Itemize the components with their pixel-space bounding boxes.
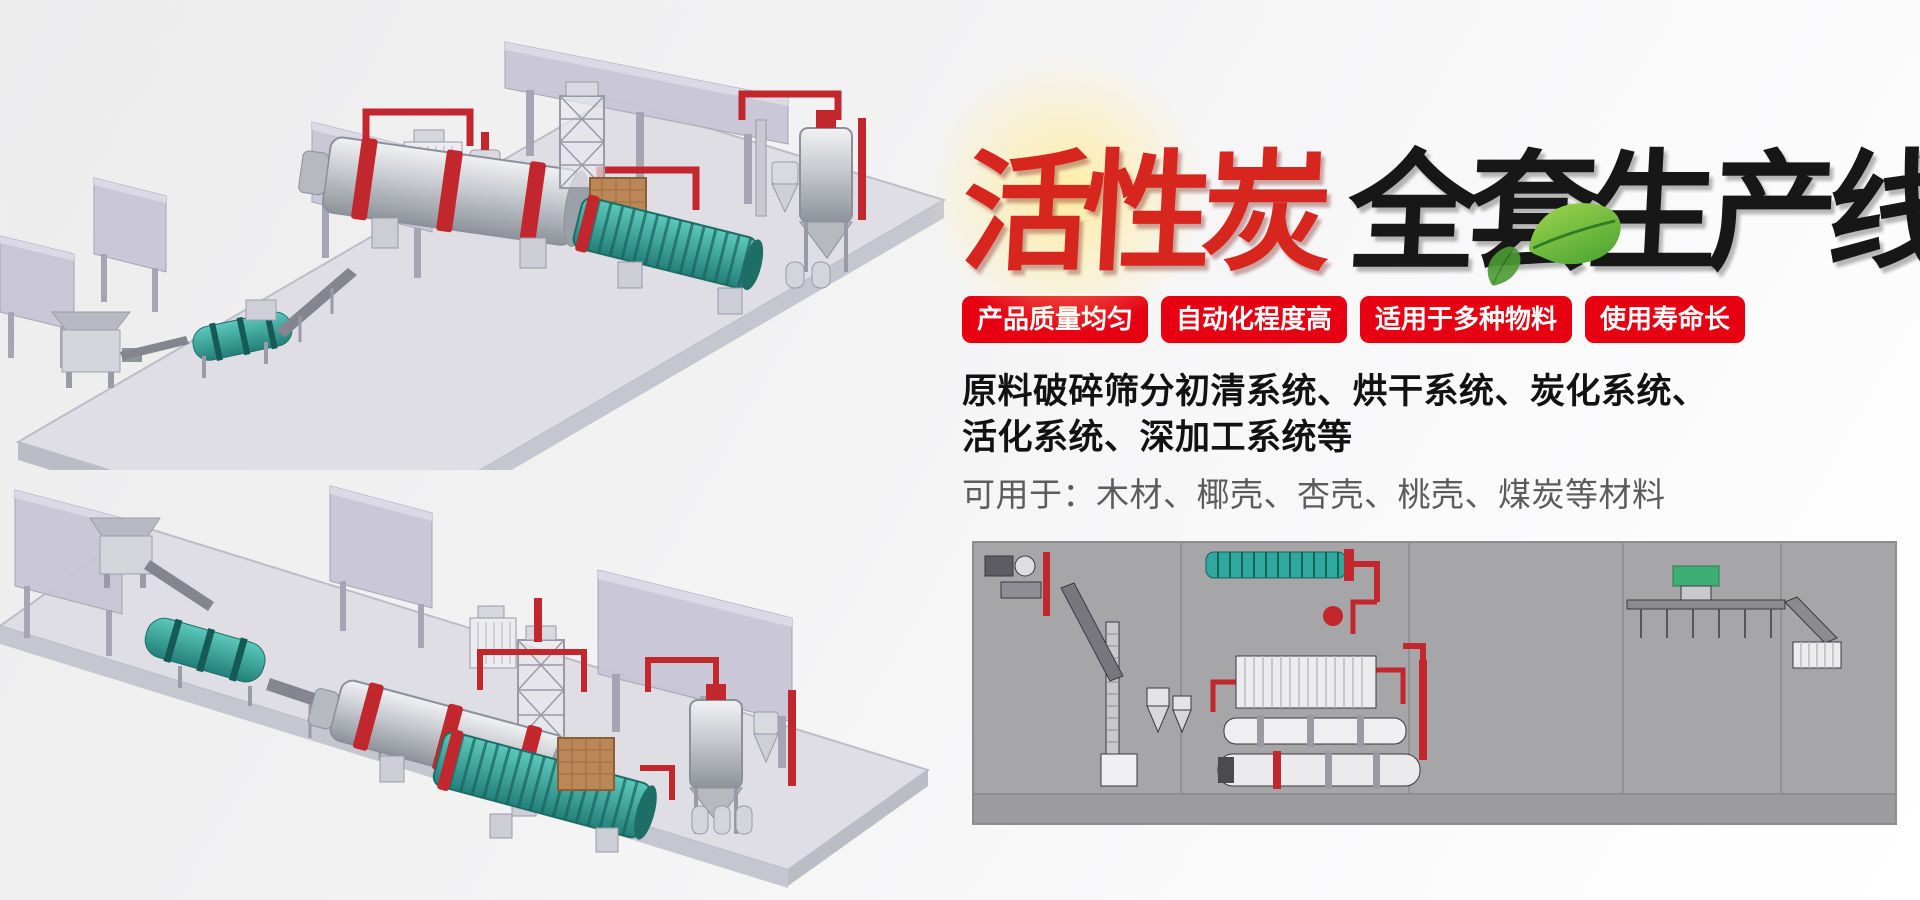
diagram-red-piping [1210, 561, 1406, 712]
ribbed-cooling-drum [572, 194, 764, 315]
systems-description-line2: 活化系统、深加工系统等 [962, 417, 1353, 457]
leaf-icon [1528, 203, 1621, 265]
leaf-small-icon [1487, 246, 1521, 286]
silo-cyclone-group [755, 110, 866, 289]
hero-text-block: 活性炭 全套生产线 产品质量均匀 自动化程度高 适用于多种物料 使用寿命长 [907, 34, 1920, 516]
incline-conveyor-1 [120, 336, 189, 360]
feed-hopper-station [89, 517, 161, 588]
red-piping [477, 649, 719, 800]
systems-description-line1: 原料破碎筛分初清系统、烘干系统、炭化系统、 [962, 372, 1708, 411]
diagram-cyclones [1146, 687, 1192, 734]
rotary-dryer-drum [298, 136, 589, 269]
title-red-text: 活性炭 [958, 140, 1326, 286]
support-tower [559, 81, 605, 189]
diagram-control-cabinet [1100, 753, 1138, 787]
trommel-screen [144, 617, 266, 706]
diagram-right-red-pipe [1403, 643, 1427, 760]
diagram-teal-drum [1205, 549, 1354, 581]
production-line-layout-diagram [973, 542, 1896, 824]
feature-badge-lifespan: 使用寿命长 [1585, 296, 1746, 343]
silo-cyclone-group [688, 684, 796, 835]
render-top-3d-production-line [0, 41, 947, 470]
diagram-heat-exchanger [1235, 655, 1377, 709]
bag-filter [469, 605, 517, 669]
main-title: 活性炭 全套生产线 [907, 34, 1920, 354]
diagram-feed-group [984, 552, 1050, 616]
brick-furnace [557, 737, 615, 791]
diagram-rotary-drum-2 [1217, 751, 1421, 789]
diagram-bucket-elevator [1105, 621, 1120, 773]
title-glow [907, 34, 1227, 354]
systems-description: 原料破碎筛分初清系统、烘干系统、炭化系统、 活化系统、深加工系统等 [962, 369, 1912, 460]
ribbed-cooling-drum [432, 729, 657, 853]
feature-badge-automation: 自动化程度高 [1161, 296, 1348, 343]
diagram-rotary-drum-1 [1223, 715, 1407, 747]
title-black-text: 全套生产线 [1344, 140, 1920, 286]
render-bottom-3d-production-line [0, 485, 930, 888]
feed-hopper-station [50, 311, 142, 388]
incline-conveyor-2 [245, 268, 357, 342]
feature-badge-materials: 适用于多种物料 [1360, 296, 1573, 343]
diagram-incline-conveyor [1060, 582, 1124, 682]
incline-conveyor-1 [144, 560, 214, 611]
trommel-screen [192, 310, 293, 378]
materials-usage-text: 可用于：木材、椰壳、杏壳、桃壳、煤炭等材料 [962, 476, 1666, 513]
diagram-packing-line [1626, 565, 1842, 669]
support-tower [517, 598, 565, 741]
